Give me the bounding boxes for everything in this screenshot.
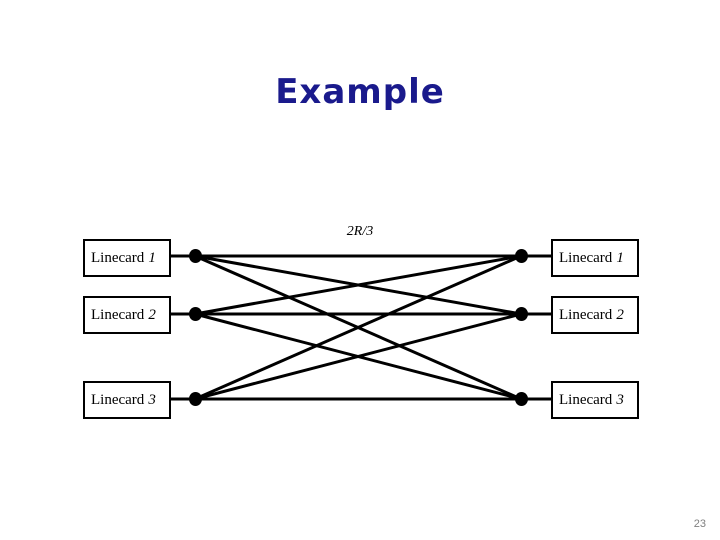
right-node-dot-3 <box>515 392 528 406</box>
right-node-dot-1 <box>515 249 528 263</box>
edge-layer <box>194 254 522 401</box>
right-linecard-1[interactable]: Linecard 1 <box>551 239 639 277</box>
mesh-edge-L3-R2 <box>194 312 522 401</box>
right-node-dot-2 <box>515 307 528 321</box>
left-linecard-2[interactable]: Linecard 2 <box>83 296 171 334</box>
right-linecard-3-number: 3 <box>616 391 624 408</box>
page-title: Example <box>275 72 445 112</box>
right-linecard-1-label: Linecard <box>559 249 613 266</box>
left-node-dot-1 <box>189 249 202 263</box>
left-linecard-1-label: Linecard <box>91 249 145 266</box>
left-linecard-3-number: 3 <box>148 391 156 408</box>
right-linecard-2-number: 2 <box>616 306 624 323</box>
left-linecard-3-label: Linecard <box>91 391 145 408</box>
left-linecard-1-number: 1 <box>148 249 156 266</box>
left-linecard-1[interactable]: Linecard 1 <box>83 239 171 277</box>
left-linecard-2-label: Linecard <box>91 306 145 323</box>
right-linecard-2[interactable]: Linecard 2 <box>551 296 639 334</box>
link-rate-label: 2R/3 <box>346 224 374 239</box>
mesh-edge-L2-R1 <box>194 254 522 316</box>
right-linecard-2-label: Linecard <box>559 306 613 323</box>
page-number: 23 <box>693 518 706 530</box>
right-linecard-3[interactable]: Linecard 3 <box>551 381 639 419</box>
mesh-edge-L3-R1 <box>194 254 522 401</box>
right-linecard-1-number: 1 <box>616 249 624 266</box>
left-linecard-3[interactable]: Linecard 3 <box>83 381 171 419</box>
right-linecard-3-label: Linecard <box>559 391 613 408</box>
left-node-dot-2 <box>189 307 202 321</box>
left-node-dot-3 <box>189 392 202 406</box>
left-linecard-2-number: 2 <box>148 306 156 323</box>
